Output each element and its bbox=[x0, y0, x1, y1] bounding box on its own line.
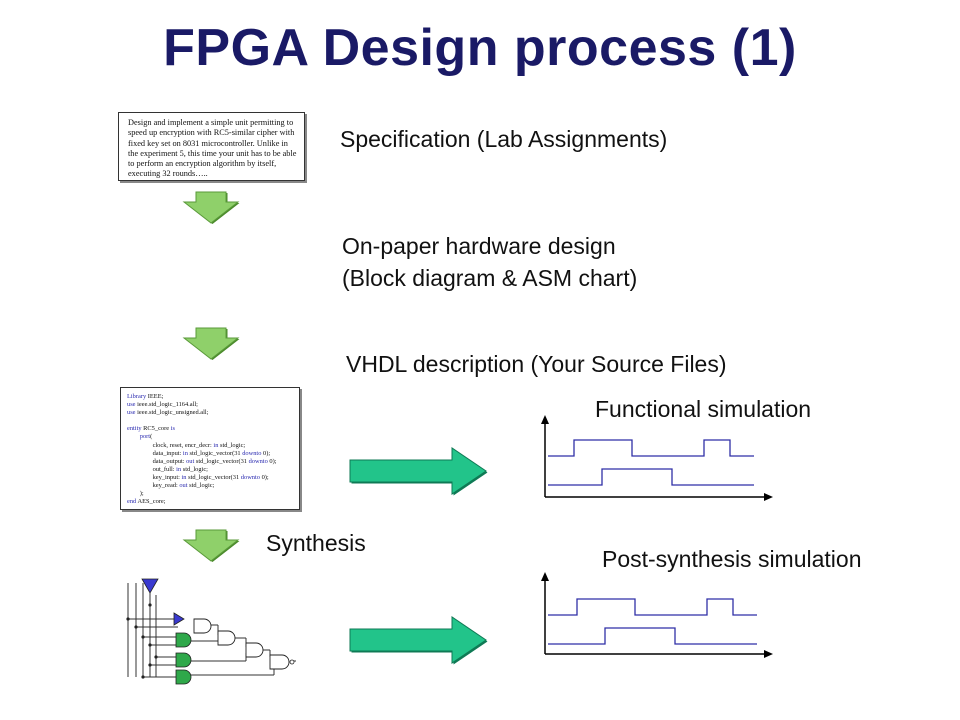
vhdl-code-line bbox=[127, 417, 295, 425]
waveform-signal-b bbox=[548, 468, 754, 486]
functional-waveform-plot bbox=[541, 415, 773, 501]
post-synthesis-waveform-plot bbox=[541, 572, 773, 658]
down-arrow-icon bbox=[182, 327, 240, 360]
vhdl-code-line: end AES_core; bbox=[127, 498, 166, 506]
vhdl-code-line: key_input: in std_logic_vector(31 downto… bbox=[127, 473, 269, 481]
synthesis-label: Synthesis bbox=[266, 530, 366, 556]
specification-label: Specification (Lab Assignments) bbox=[340, 126, 668, 152]
specification-text: Design and implement a simple unit permi… bbox=[128, 118, 297, 179]
right-arrow-icon bbox=[349, 616, 488, 665]
vhdl-code-line: clock, reset, encr_decr: in std_logic; bbox=[127, 441, 246, 449]
vhdl-code-line: entity RC5_core is bbox=[127, 425, 175, 433]
gate-schematic bbox=[126, 578, 296, 685]
vhdl-source-document: Library IEEE;use ieee.std_logic_1164.all… bbox=[120, 387, 300, 510]
vhdl-code-line: data_input: in std_logic_vector(31 downt… bbox=[127, 449, 271, 457]
down-arrow-icon bbox=[182, 191, 240, 224]
page-title: FPGA Design process (1) bbox=[163, 19, 797, 77]
functional-simulation-label: Functional simulation bbox=[595, 396, 812, 422]
post-synthesis-simulation-label: Post-synthesis simulation bbox=[602, 546, 862, 572]
down-arrow-icon bbox=[182, 529, 240, 562]
waveform-signal-b bbox=[548, 627, 757, 645]
vhdl-code-line: port( bbox=[139, 433, 153, 441]
onpaper-label-line2: (Block diagram & ASM chart) bbox=[342, 265, 638, 291]
onpaper-label-line1: On-paper hardware design bbox=[342, 233, 616, 259]
vhdl-label: VHDL description (Your Source Files) bbox=[346, 351, 727, 377]
vhdl-code-line: use ieee.std_logic_1164.all; bbox=[127, 401, 198, 409]
waveform-signal-a bbox=[548, 439, 754, 457]
vhdl-code-line: key_read: out std_logic; bbox=[127, 482, 215, 490]
right-arrow-icon bbox=[349, 447, 488, 496]
vhdl-code-line: data_output: out std_logic_vector(31 dow… bbox=[127, 457, 277, 465]
vhdl-code-line: Library IEEE; bbox=[127, 393, 164, 400]
vhdl-code-line: ); bbox=[127, 490, 144, 498]
specification-document: Design and implement a simple unit permi… bbox=[118, 112, 305, 181]
vhdl-code-line: use ieee.std_logic_unsigned.all; bbox=[127, 409, 209, 417]
vhdl-code-line: out_full: in std_logic; bbox=[127, 465, 208, 473]
vhdl-code: Library IEEE;use ieee.std_logic_1164.all… bbox=[121, 388, 299, 506]
waveform-signal-a bbox=[548, 598, 757, 616]
